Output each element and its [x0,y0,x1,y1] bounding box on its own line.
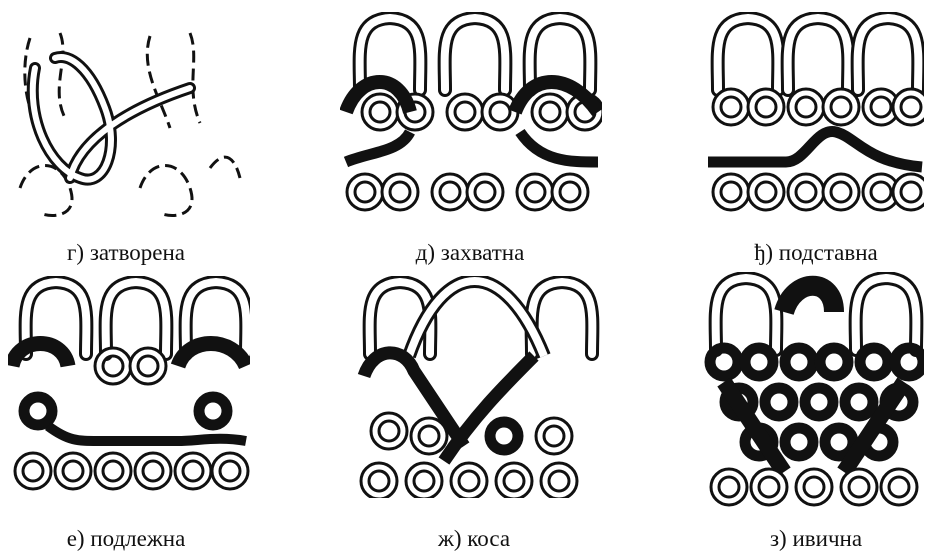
tuck-stitch-diagram [340,12,602,220]
float-stitch-diagram [8,276,250,494]
panel-edge-stitch [704,272,924,520]
caption-tuck: д) захватна [350,240,590,266]
panel-float-stitch [8,276,250,494]
caption-slanted: ж) коса [354,526,594,552]
panel-tuck-stitch [340,12,602,220]
slanted-stitch-diagram [354,276,600,498]
caption-plated: ђ) подставна [696,240,926,266]
caption-edge: з) ивична [696,526,926,552]
closed-stitch-diagram [10,28,242,220]
panel-slanted-stitch [354,276,600,498]
plated-stitch-diagram [706,12,924,220]
caption-closed: г) затворена [6,240,246,266]
panel-plated-stitch [706,12,924,220]
edge-stitch-diagram [704,272,924,520]
panel-closed-stitch [10,28,242,220]
caption-float: е) подлежна [6,526,246,552]
